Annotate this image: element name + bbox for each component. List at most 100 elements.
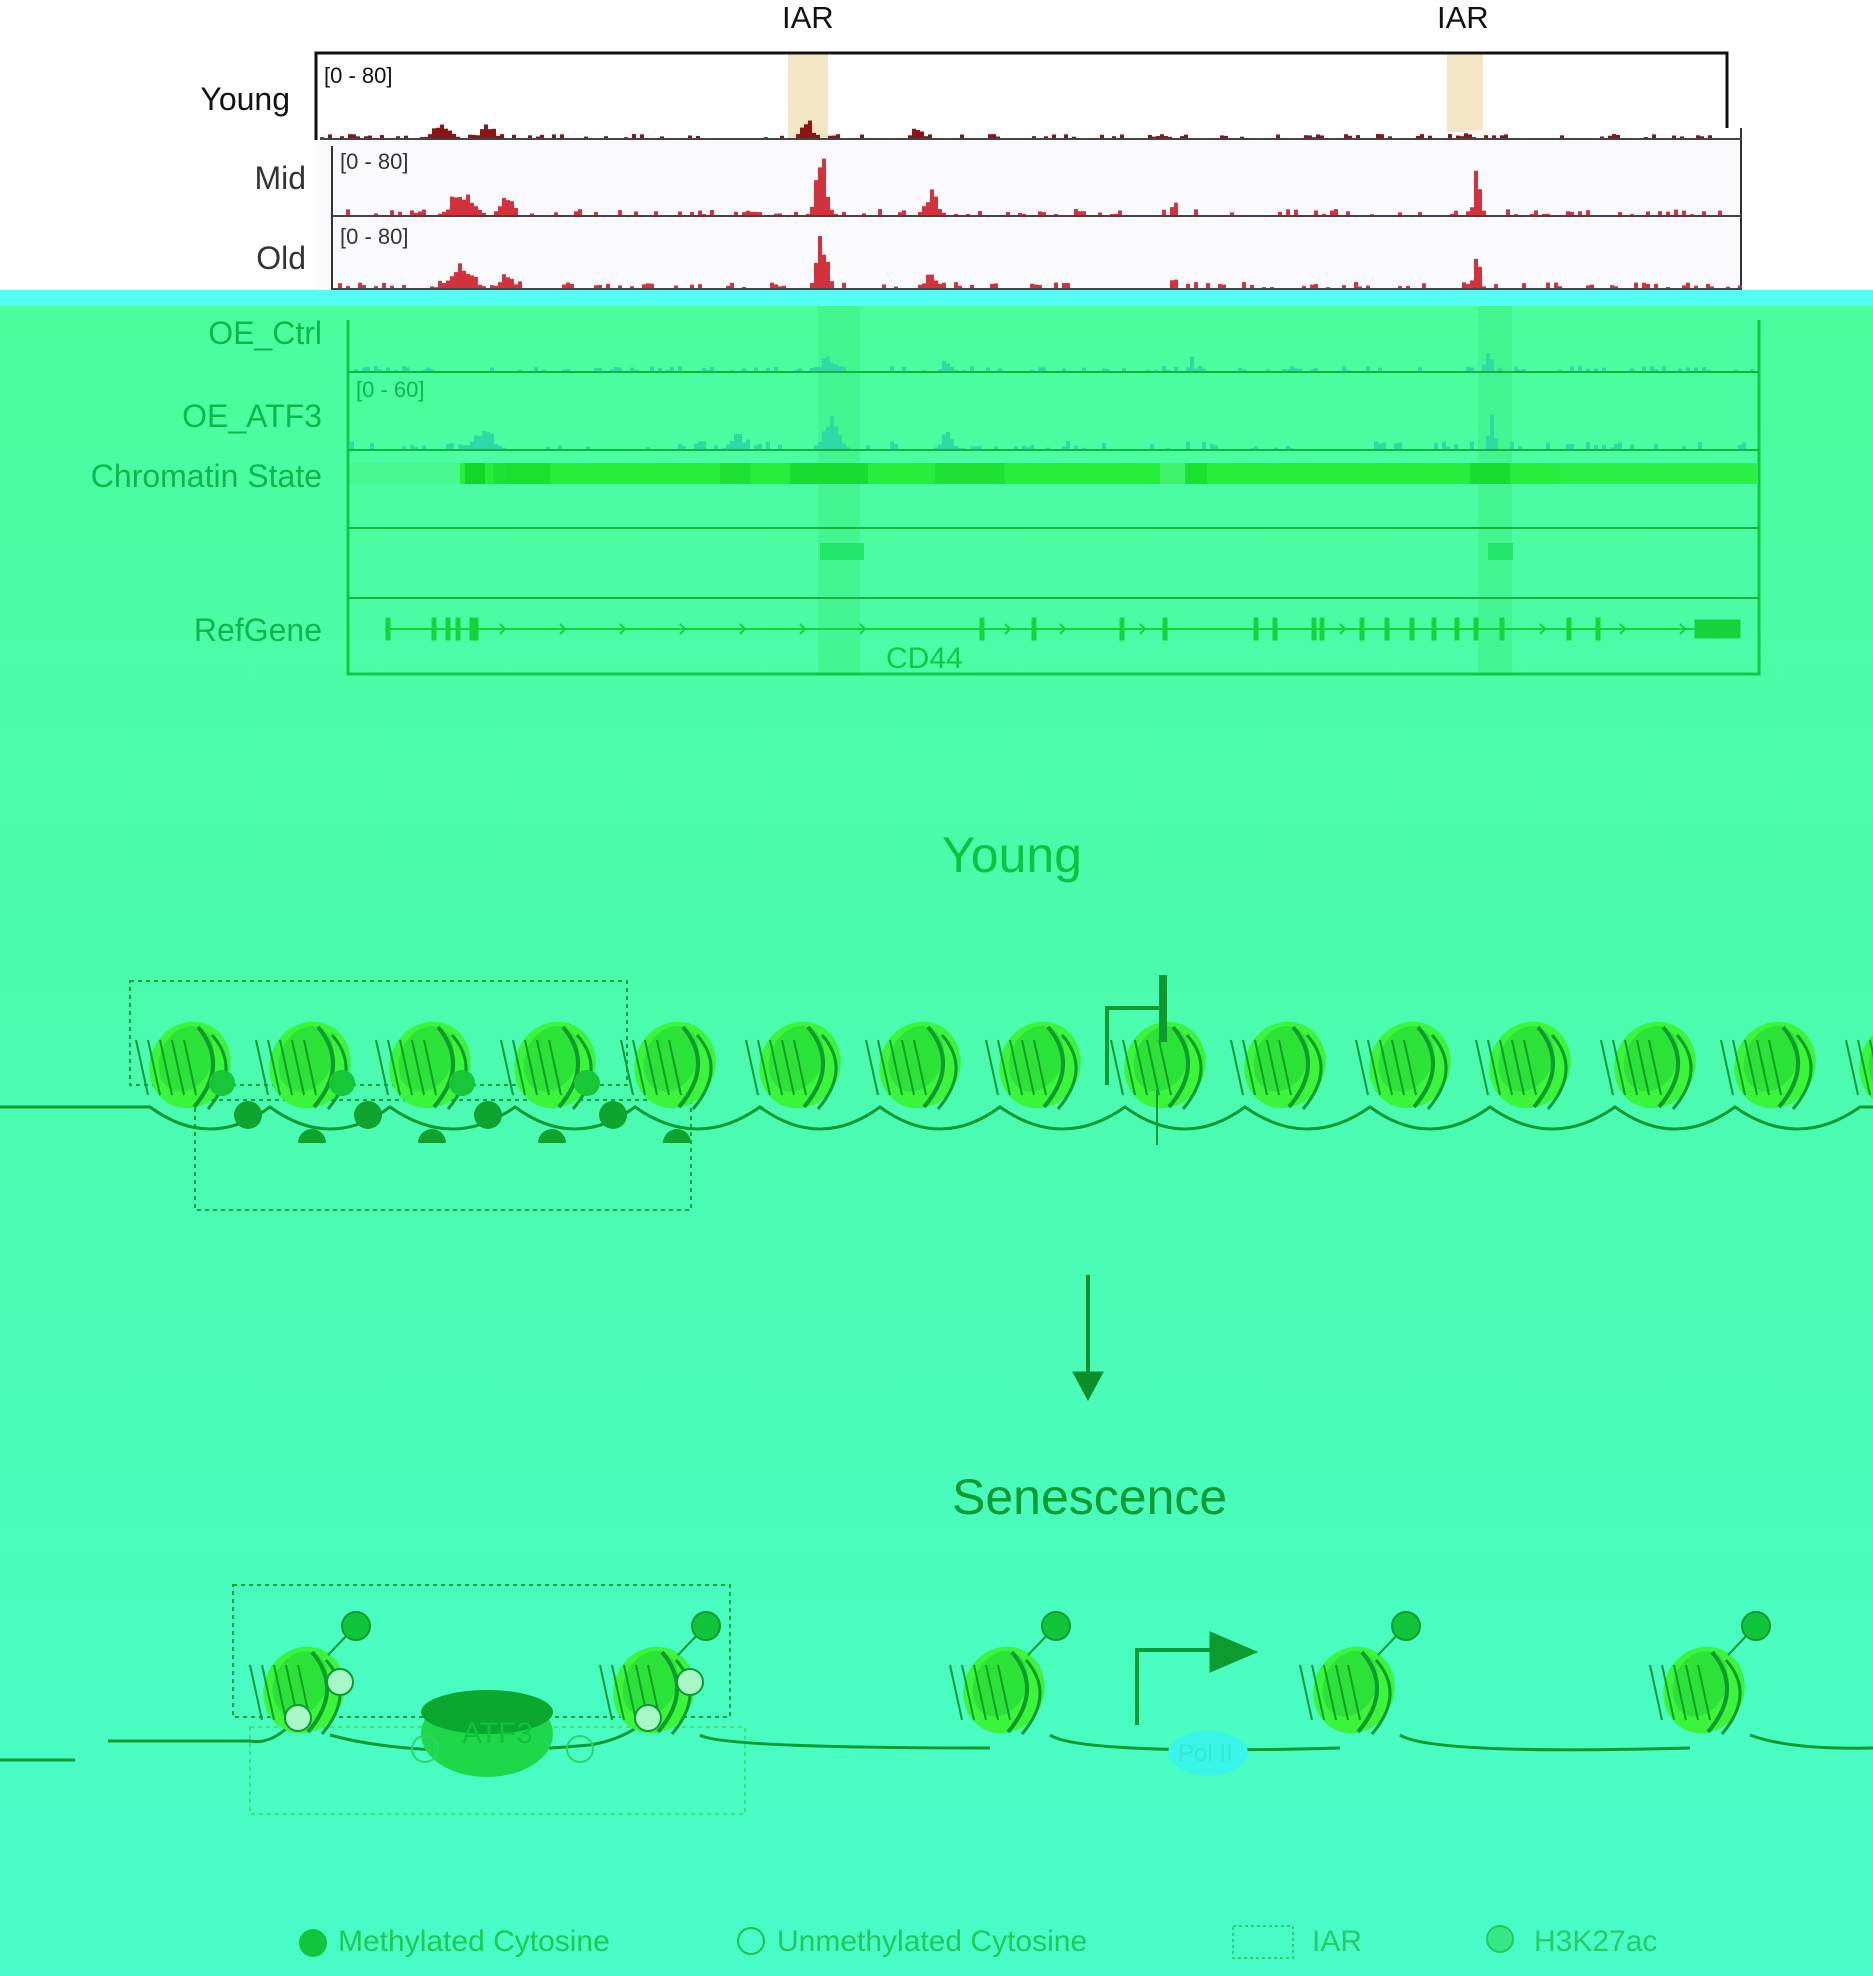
methylated-cytosine-icon (298, 1129, 326, 1143)
nucleosome-icon (500, 1021, 596, 1110)
signal-bar (1484, 135, 1488, 138)
signal-bar (938, 369, 942, 371)
signal-bar (442, 283, 446, 288)
signal-bar (502, 274, 506, 288)
signal-bar (552, 134, 556, 138)
signal-bar (492, 128, 496, 138)
nucleosome-icon (1600, 1021, 1696, 1110)
signal-bar (1686, 282, 1690, 288)
signal-bar (1570, 443, 1574, 449)
signal-bar (898, 212, 902, 215)
signal-bar (466, 273, 470, 288)
signal-bar (1406, 285, 1410, 288)
signal-bar (586, 446, 590, 449)
signal-bar (916, 130, 920, 138)
signal-bar (1522, 368, 1526, 371)
signal-bar (1702, 367, 1706, 371)
signal-bar (1320, 135, 1324, 138)
signal-bar (1230, 212, 1234, 215)
signal-bar (1542, 213, 1546, 215)
signal-bar (1474, 170, 1478, 215)
exon (1384, 617, 1390, 641)
signal-bar (1170, 207, 1174, 215)
legend-iar-icon (1232, 1925, 1294, 1959)
signal-bar (666, 370, 670, 371)
young-iar-box-top (129, 980, 628, 1086)
signal-bar (1494, 284, 1498, 288)
signal-bar (370, 443, 374, 449)
signal-bar (1062, 446, 1066, 449)
signal-bar (908, 135, 912, 138)
signal-bar (1220, 135, 1224, 138)
signal-bar (1250, 284, 1254, 288)
signal-bar (1522, 283, 1526, 288)
signal-bar (1166, 448, 1170, 449)
signal-bar (1026, 446, 1030, 449)
signal-bar (1112, 136, 1116, 138)
signal-bar (390, 210, 394, 215)
signal-bar (794, 369, 798, 371)
signal-bar (1358, 286, 1362, 288)
signal-bar (1546, 282, 1550, 288)
signal-bar (624, 137, 628, 138)
signal-bar (1174, 279, 1178, 288)
methylated-cytosine-icon (538, 1129, 566, 1143)
h3k27ac-mark-icon (1041, 1611, 1071, 1641)
signal-bar (598, 367, 602, 371)
signal-bar (1554, 282, 1558, 288)
young-model-title: Young (942, 827, 1082, 883)
signal-bar (1482, 364, 1486, 371)
signal-bar (954, 282, 958, 288)
signal-bar (434, 287, 438, 288)
signal-bar (846, 447, 850, 449)
nucleosome-icon (745, 1021, 841, 1110)
exon (1499, 617, 1505, 641)
iar-mark-1 (820, 543, 864, 560)
signal-bar (1570, 366, 1574, 371)
signal-bar (462, 445, 466, 449)
signal-bar (1630, 214, 1634, 215)
signal-bar (1114, 213, 1118, 215)
h3k27ac-mark-icon (1741, 1611, 1771, 1641)
signal-bar (960, 134, 964, 138)
signal-bar (364, 136, 368, 138)
signal-bar (954, 213, 958, 215)
signal-bar (1180, 136, 1184, 138)
signal-bar (1110, 214, 1114, 215)
methylated-cytosine-icon (354, 1101, 382, 1129)
signal-bar (922, 369, 926, 371)
signal-bar (1326, 287, 1330, 288)
signal-bar (678, 211, 682, 215)
signal-bar (1102, 443, 1106, 449)
signal-bar (594, 368, 598, 371)
exon (1566, 617, 1572, 641)
signal-bar (1270, 287, 1274, 288)
signal-bar (698, 441, 702, 449)
signal-bar (690, 211, 694, 215)
panel-divider-band (0, 290, 1873, 306)
nucleosome-icon (1299, 1646, 1395, 1735)
exon (385, 617, 391, 641)
signal-bar (646, 283, 650, 288)
signal-bar (1422, 283, 1426, 288)
signal-bar (1566, 444, 1570, 449)
signal-bar (562, 284, 566, 288)
signal-bar (1046, 447, 1050, 449)
signal-bar (1314, 284, 1318, 288)
legend-h3k27ac-label: H3K27ac (1534, 1925, 1658, 1958)
signal-bar (390, 285, 394, 288)
signal-bar (1100, 134, 1104, 138)
signal-bar (458, 263, 462, 288)
signal-bar (1612, 134, 1616, 138)
signal-bar (500, 134, 504, 138)
signal-bar (1416, 135, 1420, 138)
signal-bar (1558, 369, 1562, 371)
signal-bar (494, 285, 498, 288)
signal-bar (1678, 368, 1682, 371)
signal-bar (642, 284, 646, 288)
signal-bar (838, 435, 842, 449)
signal-bar (750, 211, 754, 215)
nucleosome-icon (985, 1021, 1081, 1110)
signal-bar (606, 283, 610, 288)
signal-bar (1174, 202, 1178, 215)
